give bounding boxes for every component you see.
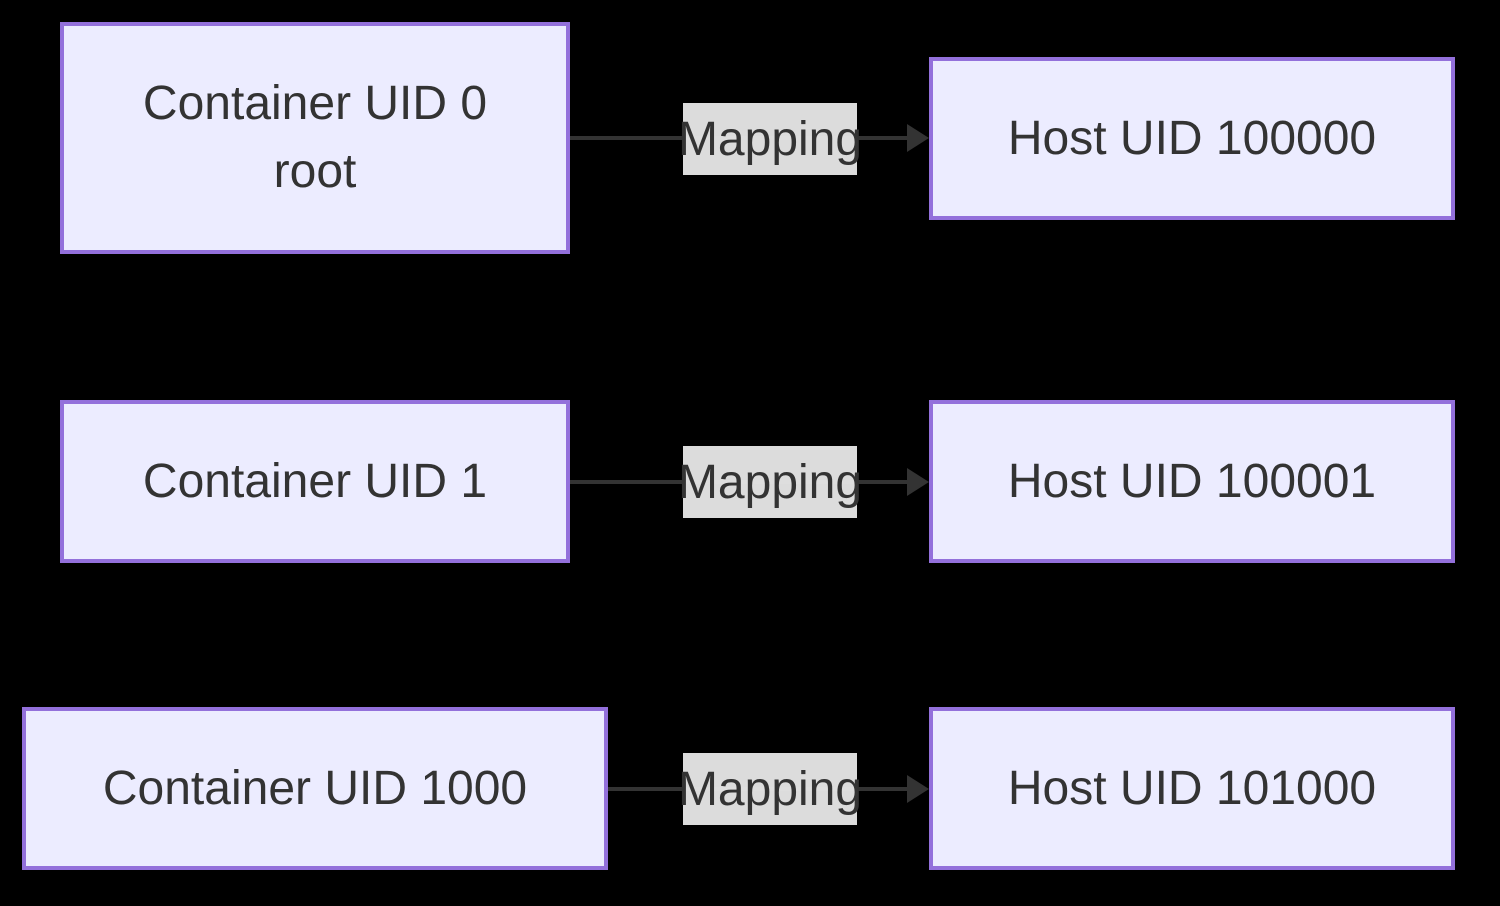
arrowhead-icon xyxy=(907,124,929,152)
node-host-uid-100000: Host UID 100000 xyxy=(929,57,1455,220)
node-container-uid-0: Container UID 0 root xyxy=(60,22,570,254)
edge-label-mapping: Mapping xyxy=(678,446,862,518)
node-label-line1: Container UID 0 xyxy=(142,77,488,130)
node-label-line1: Container UID 1 xyxy=(142,454,488,508)
node-host-uid-101000: Host UID 101000 xyxy=(929,707,1455,870)
node-container-uid-1: Container UID 1 xyxy=(60,400,570,563)
node-label-line1: Host UID 100000 xyxy=(1007,111,1377,165)
node-label-line2: root xyxy=(273,145,357,198)
node-container-uid-1000: Container UID 1000 xyxy=(22,707,608,870)
node-label-line1: Host UID 100001 xyxy=(1007,454,1377,508)
edge-label-mapping: Mapping xyxy=(678,103,862,175)
arrowhead-icon xyxy=(907,775,929,803)
node-label-line1: Container UID 1000 xyxy=(102,761,528,815)
arrowhead-icon xyxy=(907,468,929,496)
edge-label-mapping: Mapping xyxy=(678,753,862,825)
node-label-line1: Host UID 101000 xyxy=(1007,761,1377,815)
node-host-uid-100001: Host UID 100001 xyxy=(929,400,1455,563)
